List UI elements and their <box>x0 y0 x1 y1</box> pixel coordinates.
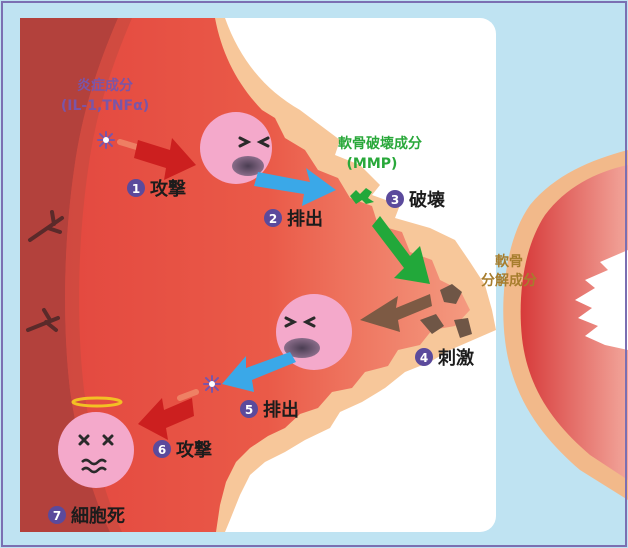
mmp-arrow <box>372 216 430 284</box>
svg-text:1: 1 <box>132 182 140 196</box>
cartilage-degradation-components-label: 軟骨 <box>495 253 523 270</box>
svg-text:6: 6 <box>158 443 166 457</box>
step-1: 1 攻撃 <box>127 178 186 200</box>
attack-arrow-1 <box>134 138 196 180</box>
svg-text:細胞死: 細胞死 <box>71 505 125 527</box>
cartilage-destructive-components-sublabel: (MMP) <box>347 156 398 172</box>
svg-text:破壊: 破壊 <box>409 189 445 211</box>
halo-icon <box>71 396 123 408</box>
discharge-arrow-5 <box>222 352 296 392</box>
svg-text:攻撃: 攻撃 <box>176 439 212 461</box>
cytokine-burst-icon-2 <box>203 375 221 393</box>
right-joint-tissue <box>503 150 628 500</box>
step-5: 5 排出 <box>240 399 299 421</box>
svg-text:4: 4 <box>420 351 428 365</box>
cartilage-degradation-components-sublabel: 分解成分 <box>481 272 537 289</box>
svg-text:7: 7 <box>53 509 61 523</box>
stimulus-arrow <box>360 294 432 332</box>
inflammatory-components-label: 炎症成分 <box>77 77 133 94</box>
svg-text:3: 3 <box>391 193 399 207</box>
svg-text:2: 2 <box>269 212 277 226</box>
bone-tissue-band <box>20 18 118 532</box>
svg-text:排出: 排出 <box>287 208 323 230</box>
step-3: 3 破壊 <box>386 189 445 211</box>
cartilage-destructive-components-label: 軟骨破壊成分 <box>338 135 422 152</box>
cartilage-fragment-icons <box>420 284 472 338</box>
inflammatory-components-sublabel: (IL-1,TNFα) <box>61 98 149 114</box>
step-6: 6 攻撃 <box>153 439 212 461</box>
svg-text:5: 5 <box>245 403 253 417</box>
svg-text:刺激: 刺激 <box>438 347 474 369</box>
synovial-cell-2 <box>276 294 352 370</box>
step-4: 4 刺激 <box>415 347 474 369</box>
svg-text:排出: 排出 <box>263 399 299 421</box>
blood-vessel-icons <box>26 210 64 332</box>
discharge-arrow-2 <box>254 168 336 206</box>
svg-text:攻撃: 攻撃 <box>150 178 186 200</box>
bone-tissue-shade <box>65 18 132 532</box>
step-2: 2 排出 <box>264 208 323 230</box>
synovial-cell-1 <box>200 112 272 184</box>
dead-cell <box>58 396 134 488</box>
attack-arrow-6 <box>138 398 194 440</box>
burst-trail-2 <box>177 389 199 401</box>
cytokine-burst-icon <box>97 131 115 149</box>
step-7: 7 細胞死 <box>48 505 125 527</box>
mmp-enzyme-icon <box>350 188 374 204</box>
